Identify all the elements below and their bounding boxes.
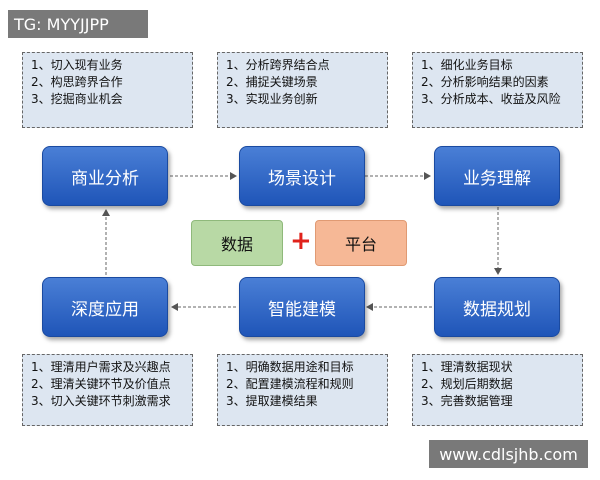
watermark-text: TG: MYYJJPP <box>14 14 109 34</box>
note-deep-application: 1、理清用户需求及兴趣点 2、理清关键环节及价值点 3、切入关键环节刺激需求 <box>22 354 193 426</box>
note-line: 2、分析影响结果的因素 <box>421 75 549 89</box>
note-business-analysis: 1、切入现有业务 2、构思跨界合作 3、挖掘商业机会 <box>22 52 193 128</box>
watermark-text: www.cdlsjhb.com <box>439 444 578 464</box>
note-line: 3、挖掘商业机会 <box>31 92 123 106</box>
platform-chip: 平台 <box>315 220 407 266</box>
node-business-analysis: 商业分析 <box>42 146 168 206</box>
plus-sign: + <box>290 226 312 256</box>
note-line: 1、分析跨界结合点 <box>226 58 330 72</box>
note-line: 3、切入关键环节刺激需求 <box>31 394 171 408</box>
node-label: 深度应用 <box>71 299 139 320</box>
note-line: 1、细化业务目标 <box>421 58 513 72</box>
note-line: 3、完善数据管理 <box>421 394 513 408</box>
data-chip: 数据 <box>191 220 283 266</box>
watermark-top-left: TG: MYYJJPP <box>8 10 148 38</box>
note-line: 2、配置建模流程和规则 <box>226 377 354 391</box>
node-label: 智能建模 <box>268 299 336 320</box>
note-line: 3、分析成本、收益及风险 <box>421 92 561 106</box>
note-line: 1、理清数据现状 <box>421 360 513 374</box>
data-chip-label: 数据 <box>220 235 253 254</box>
watermark-bottom-right: www.cdlsjhb.com <box>429 440 588 468</box>
node-intelligent-modeling: 智能建模 <box>239 277 365 337</box>
note-business-understanding: 1、细化业务目标 2、分析影响结果的因素 3、分析成本、收益及风险 <box>412 52 583 128</box>
node-label: 数据规划 <box>463 299 531 320</box>
note-line: 2、捕捉关键场景 <box>226 75 318 89</box>
note-line: 2、构思跨界合作 <box>31 75 123 89</box>
note-data-planning: 1、理清数据现状 2、规划后期数据 3、完善数据管理 <box>412 354 583 426</box>
note-line: 2、理清关键环节及价值点 <box>31 377 171 391</box>
note-line: 1、切入现有业务 <box>31 58 123 72</box>
note-line: 1、理清用户需求及兴趣点 <box>31 360 171 374</box>
note-line: 3、实现业务创新 <box>226 92 318 106</box>
note-intelligent-modeling: 1、明确数据用途和目标 2、配置建模流程和规则 3、提取建模结果 <box>217 354 388 426</box>
platform-chip-label: 平台 <box>344 235 377 254</box>
node-business-understanding: 业务理解 <box>434 146 560 206</box>
node-deep-application: 深度应用 <box>42 277 168 337</box>
node-label: 场景设计 <box>268 168 336 189</box>
note-line: 3、提取建模结果 <box>226 394 318 408</box>
node-scenario-design: 场景设计 <box>239 146 365 206</box>
note-line: 1、明确数据用途和目标 <box>226 360 354 374</box>
note-scenario-design: 1、分析跨界结合点 2、捕捉关键场景 3、实现业务创新 <box>217 52 388 128</box>
node-data-planning: 数据规划 <box>434 277 560 337</box>
node-label: 商业分析 <box>71 168 139 189</box>
node-label: 业务理解 <box>463 168 531 189</box>
note-line: 2、规划后期数据 <box>421 377 513 391</box>
